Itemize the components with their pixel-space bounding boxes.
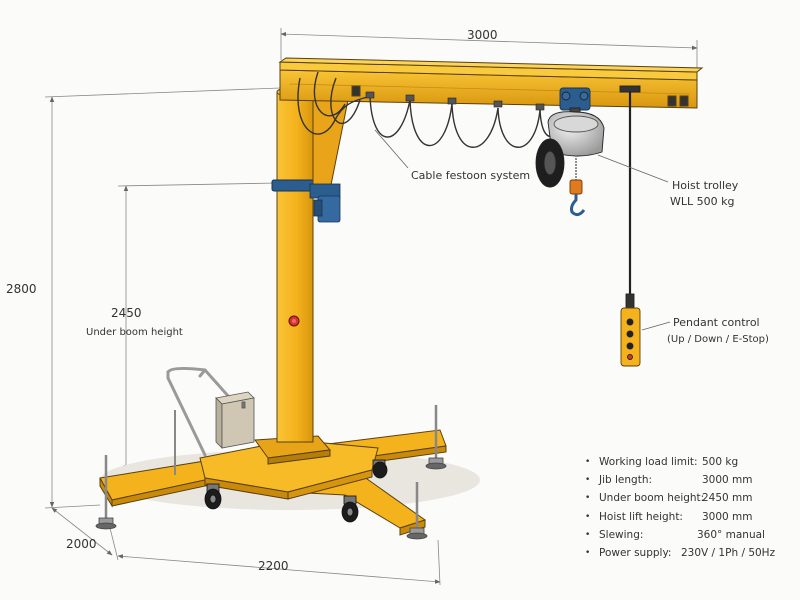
dim-base-width: 2200 xyxy=(258,559,289,573)
spec-list: • Working load limit: 500 kg • Jib lengt… xyxy=(585,453,790,562)
hoist-trolley-icon xyxy=(535,87,605,217)
callout-hoist-trolley: Hoist trolley xyxy=(672,179,739,192)
push-handle xyxy=(166,366,247,457)
bullet-icon: • xyxy=(585,547,591,558)
cable-festoon xyxy=(297,71,571,148)
spec-label: Working load limit: xyxy=(599,456,698,468)
leveling-foot-icon xyxy=(95,405,447,540)
control-box xyxy=(215,391,255,449)
dim-total-height: 2800 xyxy=(6,282,37,296)
callout-pendant-control: Pendant control xyxy=(673,316,760,329)
spec-row-power-supply: • Power supply: 230V / 1Ph / 50Hz xyxy=(585,544,790,562)
crane-base xyxy=(99,429,480,536)
callout-pendant-functions: (Up / Down / E-Stop) xyxy=(667,334,769,345)
bullet-icon: • xyxy=(585,511,591,522)
callout-cable-festoon: Cable festoon system xyxy=(411,169,530,182)
spec-label: Power supply: xyxy=(599,546,672,559)
jib-boom xyxy=(278,57,704,109)
spec-label: Under boom height: xyxy=(599,492,705,505)
dim-base-depth: 2000 xyxy=(66,537,97,551)
spec-label: Jib length: xyxy=(599,474,653,487)
bullet-icon: • xyxy=(585,475,591,486)
spec-row-jib-length: • Jib length: 3000 mm xyxy=(585,471,790,489)
festoon-carriers xyxy=(365,91,545,111)
bullet-icon: • xyxy=(585,457,591,467)
spec-label: Slewing: xyxy=(599,528,644,541)
dimension-lines xyxy=(44,28,698,586)
callout-hoist-wll: WLL 500 kg xyxy=(670,195,734,208)
spec-label: Hoist lift height: xyxy=(599,510,683,523)
spec-value: 2450 mm xyxy=(702,492,753,505)
spec-value: 500 kg xyxy=(702,456,739,468)
dim-jib-length: 3000 xyxy=(467,28,498,42)
dim-under-boom: 2450 xyxy=(111,306,142,320)
spec-row-slewing: • Slewing: 360° manual xyxy=(585,526,790,544)
dim-under-boom-caption: Under boom height xyxy=(86,327,183,338)
spec-value: 3000 mm xyxy=(702,510,753,523)
spec-row-lift-height: • Hoist lift height: 3000 mm xyxy=(585,508,790,526)
spec-row-under-boom: • Under boom height: 2450 mm xyxy=(585,489,790,507)
bullet-icon: • xyxy=(585,529,591,540)
slewing-drive xyxy=(309,183,341,223)
bullet-icon: • xyxy=(585,493,591,504)
castor-wheel-icon xyxy=(204,459,388,523)
spec-row-working-load: • Working load limit: 500 kg xyxy=(585,453,790,471)
crane-column xyxy=(271,85,319,443)
callout-leaders xyxy=(374,129,671,331)
spec-value: 360° manual xyxy=(697,528,765,541)
spec-value: 3000 mm xyxy=(702,474,753,487)
pendant-control-icon xyxy=(619,85,641,367)
jib-brace xyxy=(312,99,349,191)
spec-value: 230V / 1Ph / 50Hz xyxy=(681,546,776,559)
